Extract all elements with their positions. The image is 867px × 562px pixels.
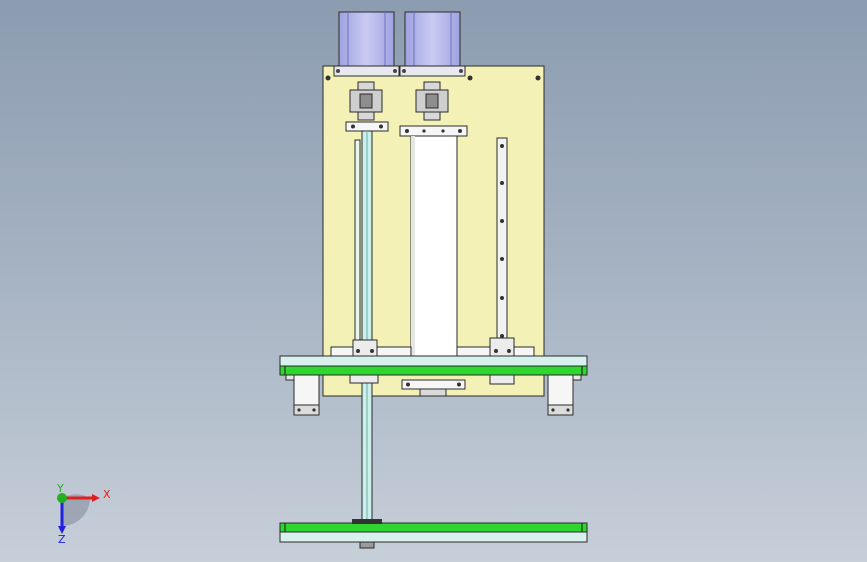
plate-screws-top (325, 75, 541, 81)
upper-base-plate (279, 355, 588, 367)
x-axis-label: X (103, 488, 111, 501)
cylinder-left (285, 374, 320, 416)
lead-screw (354, 130, 373, 524)
lower-brackets (330, 337, 535, 357)
stepper-motor-right (399, 11, 466, 77)
axis-triad[interactable]: X Y Z (56, 482, 111, 546)
upper-green-plate (279, 365, 588, 376)
lower-green-plate (279, 519, 588, 533)
y-axis-dot (57, 493, 67, 503)
lower-base-plate (279, 531, 588, 543)
y-axis-label: Y (56, 482, 64, 495)
coupling-left (349, 81, 383, 121)
bearing-block-left (345, 121, 389, 132)
coupling-right (415, 81, 449, 121)
z-axis-arrowhead (58, 526, 66, 534)
stepper-motor-left (333, 11, 400, 77)
shaft-end-nut (359, 541, 375, 549)
x-axis-arrowhead (92, 494, 100, 502)
under-plate-parts (349, 374, 515, 397)
linear-module (399, 125, 468, 359)
cylinder-right (547, 374, 582, 416)
guide-rail-right (496, 137, 508, 349)
z-axis-label: Z (58, 533, 66, 546)
